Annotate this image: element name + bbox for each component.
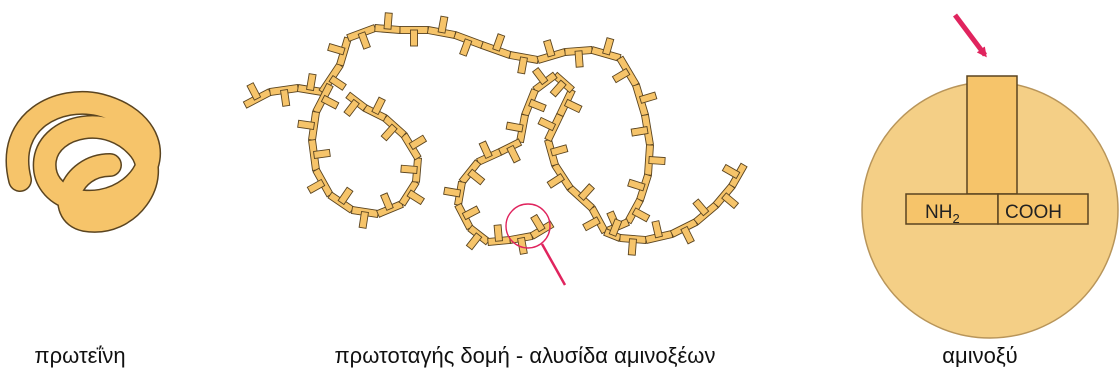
primary-structure-caption: πρωτοταγής δομή - αλυσίδα αμινοξέων xyxy=(334,343,716,368)
protein-illustration xyxy=(5,90,161,233)
side-chain xyxy=(692,198,710,217)
side-chain xyxy=(246,82,262,101)
side-chain xyxy=(443,186,462,198)
side-chain xyxy=(357,31,371,50)
side-chain xyxy=(358,210,369,229)
side-chain xyxy=(380,123,398,142)
side-chain xyxy=(531,66,549,86)
side-chain xyxy=(638,91,658,104)
side-chain-block xyxy=(966,75,1018,195)
side-chain xyxy=(380,192,394,211)
amino-acid-caption: αμινοξύ xyxy=(942,343,1018,368)
side-chain xyxy=(492,33,506,52)
side-chain xyxy=(530,213,546,233)
side-chain xyxy=(461,205,481,221)
side-chain xyxy=(306,73,317,92)
side-chain xyxy=(608,218,623,237)
side-chain xyxy=(627,238,637,256)
pointer-line xyxy=(540,243,567,286)
highlight-ring xyxy=(505,203,551,249)
side-chain xyxy=(574,50,584,68)
side-chain xyxy=(406,189,425,206)
side-chain xyxy=(328,74,347,91)
side-chain xyxy=(505,121,524,133)
side-chain xyxy=(320,94,340,110)
protein-caption: πρωτεΐνη xyxy=(34,343,126,368)
side-chain xyxy=(631,207,651,223)
carboxyl-group-label: COOH xyxy=(1005,202,1062,223)
amino-acid-illustration: NH2 COOH xyxy=(861,13,1119,339)
side-chain xyxy=(408,134,428,151)
side-chain xyxy=(563,98,583,114)
side-chain xyxy=(627,178,646,192)
side-chain xyxy=(313,148,331,159)
side-chain xyxy=(459,38,473,57)
cooh-box xyxy=(997,193,1089,225)
side-chain xyxy=(410,29,418,47)
side-chain xyxy=(327,43,346,56)
side-chain xyxy=(383,12,393,30)
side-chain xyxy=(467,168,486,186)
amine-group-label: NH2 xyxy=(925,202,960,226)
side-chain xyxy=(371,96,386,116)
side-chain xyxy=(602,37,615,56)
side-chain xyxy=(478,140,493,160)
side-chain xyxy=(550,144,569,157)
side-chain xyxy=(537,116,557,132)
side-chain xyxy=(651,220,663,239)
side-chain xyxy=(280,88,291,107)
side-chain xyxy=(506,144,521,164)
side-chain xyxy=(517,56,528,75)
side-chain xyxy=(306,178,326,194)
side-chain xyxy=(297,119,316,130)
side-chain xyxy=(528,98,547,113)
nh2-box xyxy=(905,193,999,225)
side-chain xyxy=(611,67,631,84)
side-chain xyxy=(630,126,649,137)
amino-acid-chain xyxy=(242,12,748,256)
side-chain xyxy=(680,225,695,245)
side-chain xyxy=(582,216,601,232)
side-chain xyxy=(343,98,360,117)
side-chain xyxy=(721,192,740,210)
side-chain xyxy=(721,163,741,180)
side-chain xyxy=(577,183,595,201)
side-chain xyxy=(400,164,418,174)
side-chain xyxy=(337,186,354,206)
side-chain xyxy=(549,79,567,98)
side-chain xyxy=(546,172,566,189)
side-chain xyxy=(648,156,666,166)
side-chain xyxy=(465,232,483,251)
pointer-arrow xyxy=(953,13,987,58)
side-chain xyxy=(437,15,449,34)
side-chain xyxy=(493,224,503,242)
side-chain xyxy=(543,39,556,58)
